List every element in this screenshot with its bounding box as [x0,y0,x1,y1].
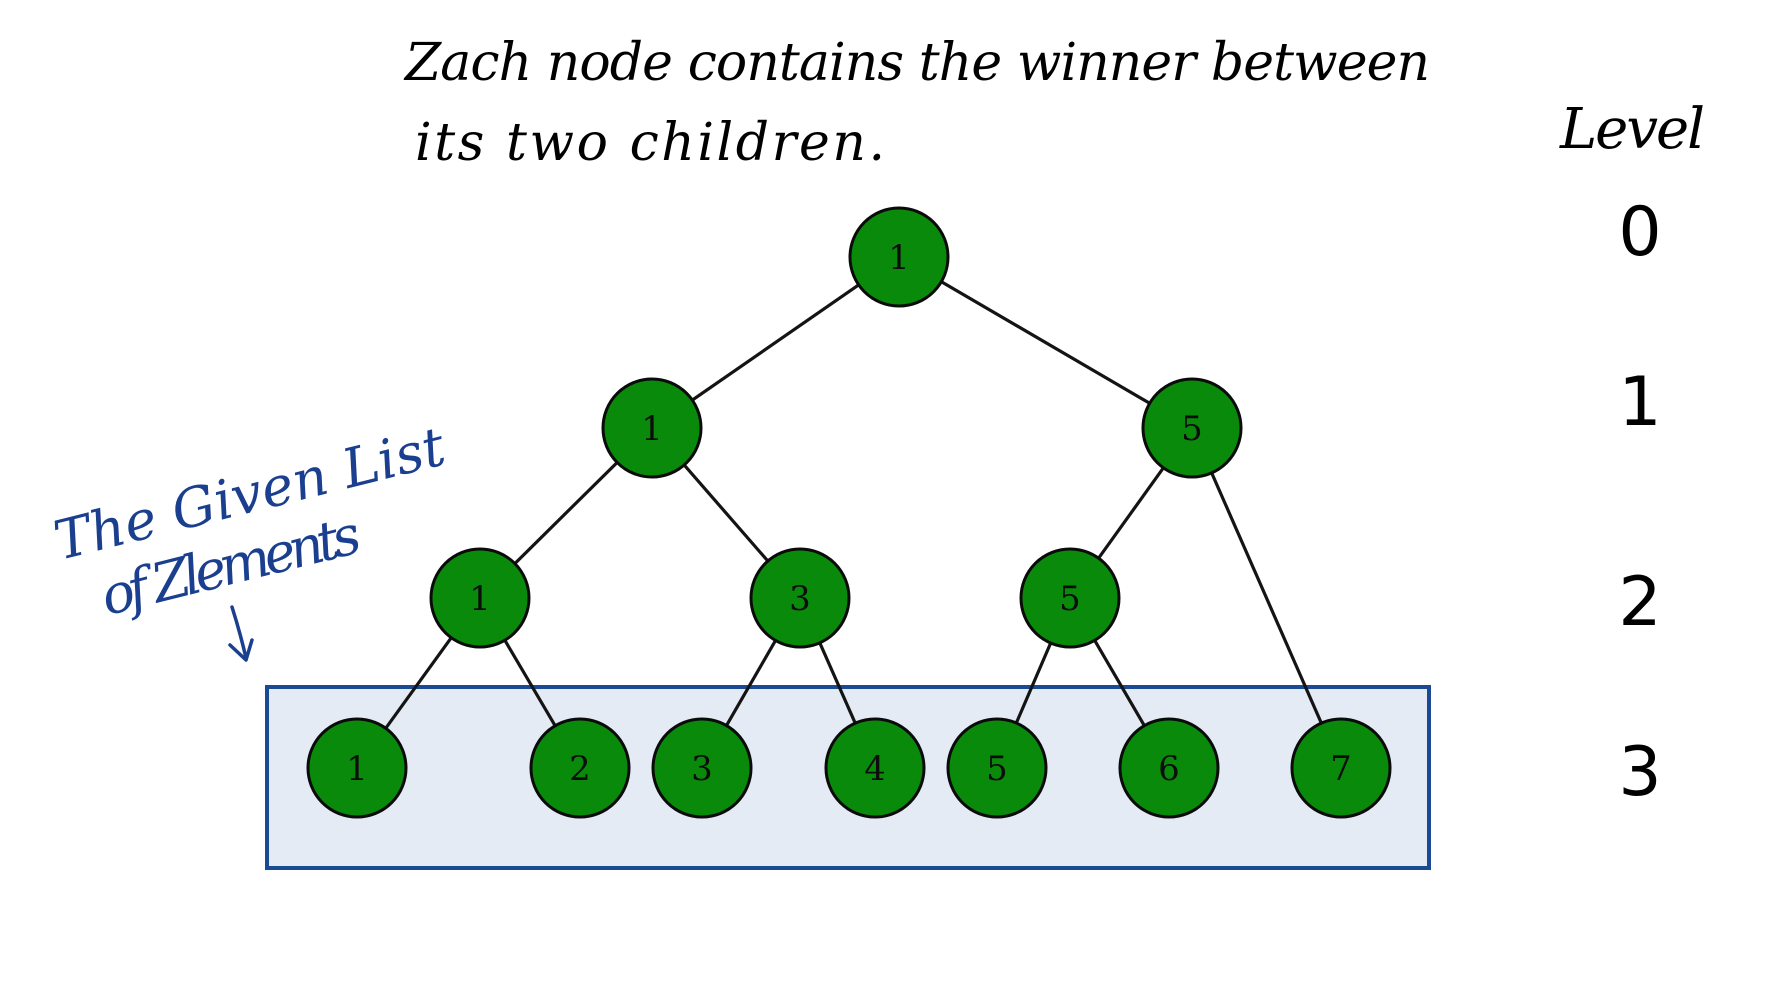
node-circle [1290,717,1392,819]
node-label: 1 [346,749,368,789]
node-label: 1 [888,238,910,278]
node-label: 6 [1158,749,1180,789]
level-number-3: 3 [1618,733,1661,812]
node-circle [601,377,703,479]
tree-node-level2-c: 5 [1019,547,1121,649]
node-circle [1118,717,1220,819]
node-label: 3 [691,749,713,789]
node-label: 4 [864,749,886,789]
node-circle [651,717,753,819]
node-circle [306,717,408,819]
node-label: 2 [569,749,591,789]
node-label: 5 [1059,579,1081,619]
node-label: 5 [1181,409,1203,449]
node-label: 3 [789,579,811,619]
node-circle [429,547,531,649]
tree-node-root: 1 [848,206,950,308]
node-circle [848,206,950,308]
tree-leaf-5: 5 [946,717,1048,819]
node-label: 5 [986,749,1008,789]
node-circle [749,547,851,649]
node-label: 7 [1330,749,1352,789]
tree-node-level2-b: 3 [749,547,851,649]
tree-node-level1-right: 5 [1141,377,1243,479]
level-number-0: 0 [1618,193,1661,272]
tree-leaf-6: 6 [1118,717,1220,819]
tree-leaf-1: 1 [306,717,408,819]
header-note-line1: Zach node contains the winner between [403,33,1430,93]
edge-root-right [898,255,1193,430]
level-title: Level [1559,97,1705,162]
tree-node-level1-left: 1 [601,377,703,479]
node-circle [529,717,631,819]
node-circle [824,717,926,819]
down-arrow-icon [228,605,254,662]
level-number-2: 2 [1618,563,1661,642]
node-label: 1 [469,579,491,619]
tree-leaf-4: 4 [824,717,926,819]
tree-node-level2-a: 1 [429,547,531,649]
node-circle [1141,377,1243,479]
level-number-1: 1 [1618,363,1661,442]
node-label: 1 [641,409,663,449]
header-note-line2: its two children. [415,113,885,173]
tree-leaf-2: 2 [529,717,631,819]
given-list-note: The Given List of Zlements [48,415,452,628]
edge-l1b-leaf7 [1190,427,1343,769]
tree-leaf-3: 3 [651,717,753,819]
node-circle [1019,547,1121,649]
node-circle [946,717,1048,819]
tree-leaf-7: 7 [1290,717,1392,819]
